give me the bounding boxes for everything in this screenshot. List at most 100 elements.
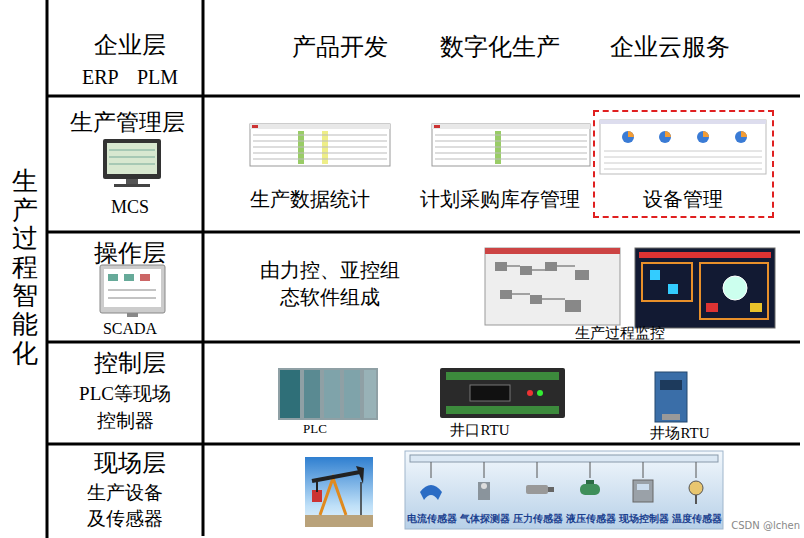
pump-jack-part xyxy=(356,466,364,484)
purchase-screenshot-part-part xyxy=(435,147,587,148)
scada-monitor-screenshot-part xyxy=(723,276,747,300)
equipment-screenshot-part xyxy=(665,131,671,137)
scada-monitor-part xyxy=(124,274,134,281)
scada-flow-screenshot-part-part xyxy=(575,270,589,280)
scada-flow-screenshot-part-part xyxy=(507,266,575,299)
stats-screenshot-part xyxy=(253,135,387,159)
table-label: 生产过程监控 xyxy=(560,324,680,344)
purchase-screenshot-part-part xyxy=(435,135,587,136)
pump-jack-part xyxy=(316,482,318,492)
scada-monitor-part xyxy=(108,298,156,299)
table-label: PLC xyxy=(288,421,342,438)
table-label: 控制层 xyxy=(60,348,200,379)
node-text: 设备管理 xyxy=(595,186,771,212)
stats-screenshot-part-part xyxy=(253,135,387,136)
equipment-screenshot-part xyxy=(622,131,634,143)
table-label: 产品开发 xyxy=(265,32,415,63)
sensor-panel-part-part xyxy=(696,462,697,478)
scada-flow-screenshot-part-part xyxy=(545,262,557,271)
node-text: 压力传感器 xyxy=(511,513,564,525)
table-label: 数字化生产 xyxy=(420,32,580,63)
mcs-monitor xyxy=(103,139,161,187)
sensor-panel xyxy=(405,451,723,529)
purchase-screenshot-part xyxy=(432,124,590,129)
scada-monitor-screenshot-part xyxy=(650,270,660,280)
equipment-screenshot-part-part xyxy=(604,157,762,158)
equipment-screenshot-part xyxy=(703,131,709,137)
table-label: 计划采购库存管理 xyxy=(403,186,597,212)
purchase-screenshot-part-part xyxy=(435,159,587,160)
sensor-panel-part xyxy=(526,485,548,494)
table-label: 由力控、亚控组态软件组成 xyxy=(255,257,405,311)
sensor-panel-part xyxy=(633,480,653,502)
table-label: 生产数据统计 xyxy=(230,186,390,212)
scada-flow-screenshot-part-part xyxy=(565,300,581,312)
grid-lines-part xyxy=(202,0,205,536)
sensor-panel-part-part xyxy=(590,462,591,478)
node-text: 电流传感器 xyxy=(405,513,458,525)
scada-monitor-screenshot-part xyxy=(706,303,718,312)
node-text: 气体探测器 xyxy=(458,513,511,525)
scada-flow-screenshot-part-part xyxy=(520,266,532,275)
wellhead-rtu-part xyxy=(527,390,533,396)
equipment-screenshot-part xyxy=(600,120,766,124)
table-label: 生产过程智能化 xyxy=(12,168,38,368)
pump-jack-part xyxy=(360,482,362,515)
purchase-screenshot-part xyxy=(435,135,587,159)
node-text: 温度传感器 xyxy=(670,513,723,525)
scada-monitor-screenshot-part xyxy=(642,263,692,301)
table-label: PLC等现场控制器 xyxy=(75,381,175,434)
sensor-panel-part xyxy=(586,480,594,484)
sensor-panel: 电流传感器气体探测器压力传感器液压传感器现场控制器温度传感器 xyxy=(405,451,723,529)
table-label: 生产管理层 xyxy=(52,108,202,138)
stats-screenshot xyxy=(250,124,390,166)
purchase-screenshot-part xyxy=(432,124,590,166)
scada-monitor-part xyxy=(104,269,161,307)
equipment-screenshot-part xyxy=(659,131,671,143)
equipment-screenshot-part xyxy=(741,131,747,137)
scada-monitor-screenshot xyxy=(635,248,775,328)
grid-lines xyxy=(47,0,800,538)
sensor-panel-part xyxy=(548,487,554,492)
wellhead-rtu-part xyxy=(440,368,565,418)
purchase-screenshot-part-part xyxy=(435,153,587,154)
table-label: SCADA xyxy=(60,319,200,340)
sensor-panel-part xyxy=(410,455,718,462)
equipment-screenshot-part-part xyxy=(604,169,762,170)
pump-jack-part xyxy=(320,478,346,515)
mcs-monitor-part xyxy=(109,164,155,165)
scada-monitor-part xyxy=(108,290,156,291)
wellsite-rtu-part xyxy=(660,380,682,390)
wellsite-rtu-part xyxy=(662,414,680,420)
scada-flow-screenshot-part-part xyxy=(495,262,507,271)
stats-screenshot-part-part xyxy=(253,147,387,148)
plc-device-part xyxy=(280,370,300,418)
scada-flow-screenshot-part xyxy=(485,248,620,254)
plc-device-part xyxy=(278,368,378,420)
plc-device-part xyxy=(324,370,340,418)
sensor-panel-part xyxy=(695,495,697,504)
scada-flow-screenshot-part xyxy=(507,266,575,299)
wellhead-rtu-part xyxy=(446,406,559,414)
scada-flow-screenshot xyxy=(485,248,620,325)
table-label: 企业云服务 xyxy=(590,32,750,63)
sensor-panel-part xyxy=(689,481,703,495)
wellhead-rtu-part xyxy=(537,390,543,396)
purchase-screenshot xyxy=(432,124,590,166)
sensor-panel-part xyxy=(637,484,649,490)
stats-screenshot-part-part xyxy=(253,141,387,142)
table-label: ERP PLM xyxy=(60,64,200,90)
table-label: 生产设备及传感器 xyxy=(82,480,167,531)
equipment-screenshot-part xyxy=(628,131,634,137)
grid-lines-part xyxy=(47,443,800,446)
table-label: 操作层 xyxy=(60,238,200,269)
sensor-panel-part-part xyxy=(537,462,538,478)
equipment-screenshot-part xyxy=(604,151,762,169)
mcs-monitor-part xyxy=(109,157,155,158)
grid-lines-part xyxy=(46,0,49,538)
sensor-panel-part xyxy=(481,483,487,489)
equipment-screenshot-part-part xyxy=(604,163,762,164)
scada-monitor-part xyxy=(140,274,150,281)
pump-jack xyxy=(305,457,373,527)
pump-jack-part xyxy=(305,457,373,527)
